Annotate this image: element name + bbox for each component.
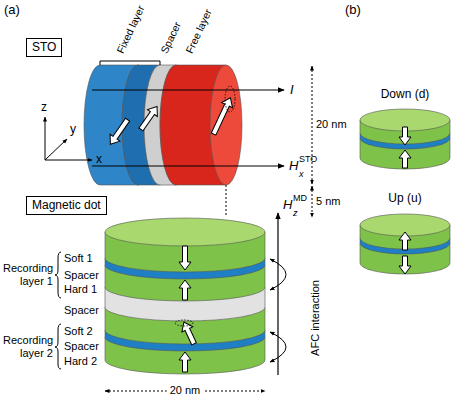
dimension: 20 nm xyxy=(316,118,347,131)
afc-arrow xyxy=(270,259,286,290)
panel-label: (b) xyxy=(345,3,361,16)
y-axis xyxy=(45,139,67,160)
magnetization-arrow xyxy=(399,232,411,250)
free-layer-magnetization xyxy=(208,95,236,136)
axis-label: z xyxy=(41,101,47,114)
dimension: 5 nm xyxy=(316,195,340,208)
layer-name: Soft 1 xyxy=(64,252,93,265)
magnetization-arrow xyxy=(178,320,199,347)
magnetization-arrow xyxy=(105,116,132,147)
recording-layer-brace xyxy=(55,252,61,298)
label-box: Magnetic dot xyxy=(26,196,107,215)
recording-layer-brace xyxy=(55,324,61,369)
layer-name: Hard 2 xyxy=(64,355,97,368)
label-box: STO xyxy=(26,38,62,57)
field-superscript: MD xyxy=(293,192,307,205)
layer-group-name: Recording layer 2 xyxy=(3,334,53,360)
magnetization-arrow xyxy=(399,150,411,168)
magnetization-arrow xyxy=(179,280,191,300)
magnetization-arrow xyxy=(399,256,411,274)
panel-label: (a) xyxy=(4,3,20,16)
layer-name: Spacer xyxy=(158,20,184,56)
x-axis xyxy=(45,160,92,161)
sto-height-dimension xyxy=(312,66,313,184)
precession-orbit xyxy=(175,320,193,326)
state-label: Up (u) xyxy=(388,192,421,205)
layer-name: Spacer xyxy=(64,340,99,353)
layer-name: Spacer xyxy=(64,269,99,282)
dot-field-arrow xyxy=(277,213,278,375)
layer-name: Spacer xyxy=(64,304,99,317)
magnetization-arrow xyxy=(136,103,162,133)
z-axis xyxy=(45,117,46,160)
sto-dot-alignment-line xyxy=(226,185,227,217)
magnetization-arrow xyxy=(399,127,411,145)
box-title: Magnetic dot xyxy=(32,198,101,212)
layer-name: Free layer xyxy=(183,7,215,55)
layer-name: Soft 2 xyxy=(64,325,93,338)
axis-label: y xyxy=(70,123,76,136)
fixed-layer-bracket xyxy=(100,61,160,65)
magnetization-arrow xyxy=(179,352,191,372)
magnetization-arrow xyxy=(179,246,191,270)
layer-name: Hard 1 xyxy=(64,283,97,296)
gap-dimension xyxy=(312,186,313,217)
state-label: Down (d) xyxy=(381,88,430,101)
dot-top-face xyxy=(105,218,265,246)
axis-label: x xyxy=(96,153,102,166)
layer-name: Fixed layer xyxy=(114,3,147,55)
current-arrow xyxy=(92,89,284,90)
sto-field-arrow xyxy=(92,165,284,166)
field-subscript: z xyxy=(293,207,298,220)
field-symbol: H xyxy=(283,198,292,211)
dimension: 20 nm xyxy=(167,384,204,397)
box-title: STO xyxy=(32,40,56,54)
field-symbol: H xyxy=(289,159,298,172)
afc-arrow xyxy=(270,332,286,362)
interaction-label: AFC interaction xyxy=(309,280,322,356)
current-symbol: I xyxy=(290,83,294,96)
layer-group-name: Recording layer 1 xyxy=(3,262,53,288)
field-superscript: STO xyxy=(299,153,317,166)
field-subscript: x xyxy=(299,168,304,181)
